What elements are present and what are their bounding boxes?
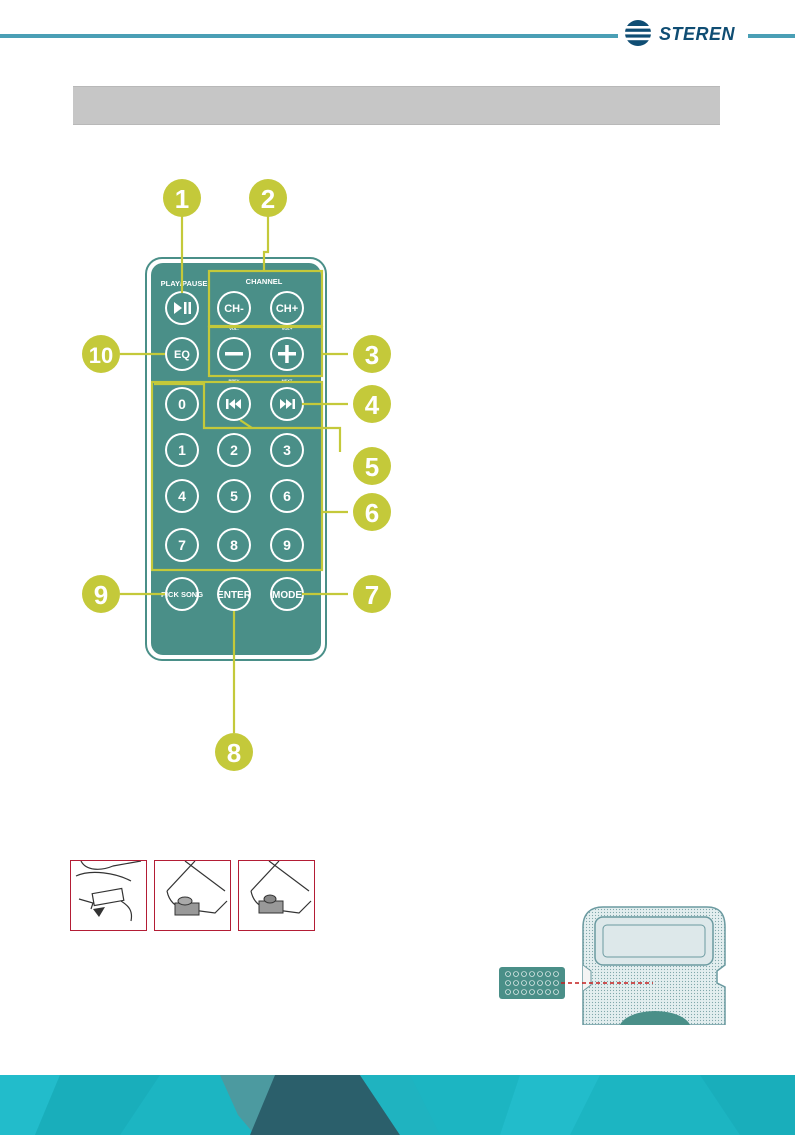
button-6[interactable]: 6: [270, 479, 304, 513]
pick-song-label: PICK SONG: [161, 590, 203, 599]
brand-name: STEREN: [659, 24, 735, 45]
remote-diagram: PLAY/PAUSE CHANNEL VOL- VOL+ PREV NEXT C…: [0, 150, 420, 790]
svg-text:10: 10: [89, 343, 113, 368]
button-3[interactable]: 3: [270, 433, 304, 467]
speaker-diagram: [495, 905, 735, 1025]
battery-step-3: [238, 860, 315, 931]
callout-5: 5: [353, 447, 391, 485]
ch-plus-button[interactable]: CH+: [270, 291, 304, 325]
svg-text:6: 6: [365, 498, 379, 528]
button-9[interactable]: 9: [270, 528, 304, 562]
minus-icon: [225, 352, 243, 356]
prev-button[interactable]: [217, 387, 251, 421]
label-channel: CHANNEL: [246, 277, 283, 286]
ch-minus-button[interactable]: CH-: [217, 291, 251, 325]
play-pause-button[interactable]: [165, 291, 199, 325]
button-6-label: 6: [283, 488, 291, 504]
button-7-label: 7: [178, 537, 186, 553]
steren-logo-icon: [623, 18, 659, 48]
vol-plus-button[interactable]: [270, 337, 304, 371]
battery-tray-insert-icon: [155, 861, 230, 930]
mode-label: MODE: [272, 590, 302, 601]
button-3-label: 3: [283, 442, 291, 458]
vol-minus-button[interactable]: [217, 337, 251, 371]
battery-step-2: [154, 860, 231, 931]
button-0[interactable]: 0: [165, 387, 199, 421]
svg-text:8: 8: [227, 738, 241, 768]
callout-10: 10: [82, 335, 120, 373]
button-8-label: 8: [230, 537, 238, 553]
battery-tray-release-icon: [71, 861, 146, 930]
battery-tray-closed-icon: [239, 861, 314, 930]
button-5[interactable]: 5: [217, 479, 251, 513]
callout-7: 7: [353, 575, 391, 613]
callout-3: 3: [353, 335, 391, 373]
battery-step-1: [70, 860, 147, 931]
svg-text:4: 4: [365, 390, 380, 420]
button-4-label: 4: [178, 488, 186, 504]
button-8[interactable]: 8: [217, 528, 251, 562]
mode-button[interactable]: MODE: [270, 577, 304, 611]
mini-remote-icon: [499, 967, 565, 999]
button-4[interactable]: 4: [165, 479, 199, 513]
header-line-right: [748, 34, 795, 38]
callout-9: 9: [82, 575, 120, 613]
ch-plus-label: CH+: [276, 303, 298, 315]
button-2[interactable]: 2: [217, 433, 251, 467]
svg-text:9: 9: [94, 580, 108, 610]
header-line-left: [0, 34, 618, 38]
svg-text:3: 3: [365, 340, 379, 370]
callout-6: 6: [353, 493, 391, 531]
button-1[interactable]: 1: [165, 433, 199, 467]
button-2-label: 2: [230, 442, 238, 458]
eq-button[interactable]: EQ: [165, 337, 199, 371]
svg-text:2: 2: [261, 184, 275, 214]
next-button[interactable]: [270, 387, 304, 421]
button-5-label: 5: [230, 488, 238, 504]
button-1-label: 1: [178, 442, 186, 458]
callout-8: 8: [215, 733, 253, 771]
callout-2: 2: [249, 179, 287, 217]
svg-text:1: 1: [175, 184, 189, 214]
button-0-label: 0: [178, 396, 186, 412]
callout-4: 4: [353, 385, 391, 423]
button-7[interactable]: 7: [165, 528, 199, 562]
speaker-front-icon: [583, 907, 725, 1025]
callout-1: 1: [163, 179, 201, 217]
button-9-label: 9: [283, 537, 291, 553]
section-title-bar: [73, 86, 720, 125]
label-play-pause: PLAY/PAUSE: [161, 279, 208, 288]
eq-label: EQ: [174, 349, 190, 361]
svg-text:5: 5: [365, 452, 379, 482]
footer-band: [0, 1075, 795, 1135]
enter-label: ENTER: [217, 590, 252, 601]
svg-text:7: 7: [365, 580, 379, 610]
brand-logo: STEREN: [623, 18, 745, 48]
ch-minus-label: CH-: [224, 303, 244, 315]
